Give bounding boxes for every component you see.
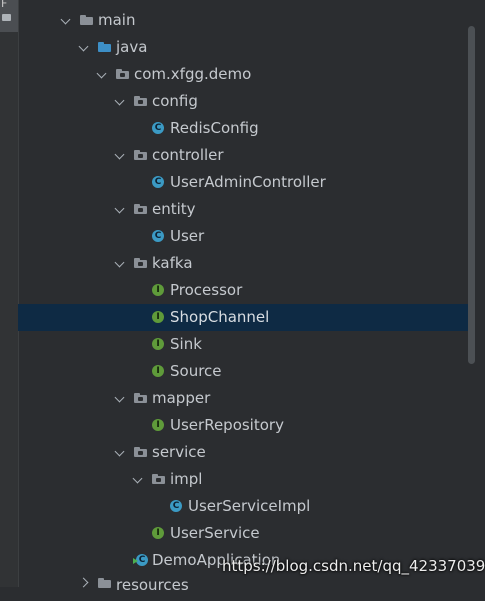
folder-icon <box>2 14 11 21</box>
interface-icon: I <box>152 365 164 377</box>
tree-item-impl[interactable]: impl <box>18 466 468 493</box>
project-tool-tab[interactable]: F <box>0 0 18 32</box>
chevron-down-icon[interactable] <box>114 203 125 214</box>
chevron-down-icon[interactable] <box>114 446 125 457</box>
tree-item-controller[interactable]: controller <box>18 142 468 169</box>
tree-item-processor[interactable]: I Processor <box>18 277 468 304</box>
tree-item-label: impl <box>170 470 203 488</box>
tree-item-main[interactable]: main <box>18 7 468 34</box>
tree-item-java[interactable]: java <box>18 34 468 61</box>
run-icon <box>133 558 138 564</box>
tree-item-user[interactable]: C User <box>18 223 468 250</box>
tree-item-label: main <box>98 11 136 29</box>
tree-item-label: entity <box>152 200 196 218</box>
tree-item-label: RedisConfig <box>170 119 259 137</box>
tree-item-label: User <box>170 227 205 245</box>
tree-item-label: Source <box>170 362 222 380</box>
chevron-down-icon[interactable] <box>78 41 89 52</box>
tree-item-config[interactable]: config <box>18 88 468 115</box>
package-icon <box>116 69 129 79</box>
tree-item-label: UserRepository <box>170 416 284 434</box>
tree-item-label: Sink <box>170 335 202 353</box>
tree-item-label: resources <box>116 576 189 594</box>
interface-icon: I <box>152 311 164 323</box>
project-tab-letter: F <box>1 0 8 10</box>
tree-item-mapper[interactable]: mapper <box>18 385 468 412</box>
interface-icon: I <box>152 338 164 350</box>
watermark: https://blog.csdn.net/qq_42337039 <box>222 557 485 575</box>
tree-item-entity[interactable]: entity <box>18 196 468 223</box>
interface-icon: I <box>152 527 164 539</box>
tree-item-user-repository[interactable]: I UserRepository <box>18 412 468 439</box>
tree-item-label: config <box>152 92 198 110</box>
class-icon: C <box>152 230 164 242</box>
left-tool-strip: F <box>0 0 19 587</box>
package-icon <box>134 204 147 214</box>
interface-icon: I <box>152 419 164 431</box>
tree-item-demo-application[interactable]: C DemoApplication <box>18 547 468 574</box>
class-icon: C <box>152 122 164 134</box>
tree-item-source[interactable]: I Source <box>18 358 468 385</box>
interface-icon: I <box>152 284 164 296</box>
scrollbar-thumb[interactable] <box>468 26 475 364</box>
package-icon <box>134 96 147 106</box>
class-icon: C <box>170 500 182 512</box>
tree-item-label: service <box>152 443 206 461</box>
tree-item-redis-config[interactable]: C RedisConfig <box>18 115 468 142</box>
chevron-down-icon[interactable] <box>114 257 125 268</box>
chevron-down-icon[interactable] <box>114 95 125 106</box>
chevron-down-icon[interactable] <box>96 68 107 79</box>
spring-boot-class-icon: C <box>133 554 148 566</box>
chevron-down-icon[interactable] <box>60 14 71 25</box>
tree-item-label: UserService <box>170 524 260 542</box>
tree-item-label: mapper <box>152 389 211 407</box>
source-folder-icon <box>98 42 111 52</box>
tree-item-user-service-impl[interactable]: C UserServiceImpl <box>18 493 468 520</box>
chevron-right-icon[interactable] <box>78 577 89 588</box>
tree-item-label: com.xfgg.demo <box>134 65 252 83</box>
tree-item-label: controller <box>152 146 224 164</box>
tree-item-user-admin-controller[interactable]: C UserAdminController <box>18 169 468 196</box>
package-icon <box>134 150 147 160</box>
chevron-down-icon[interactable] <box>114 149 125 160</box>
tree-item-label: java <box>116 38 148 56</box>
folder-icon <box>80 15 93 25</box>
tree-item-label: Processor <box>170 281 243 299</box>
tree-item-label: UserServiceImpl <box>188 497 311 515</box>
tree-item-label: UserAdminController <box>170 173 326 191</box>
package-icon <box>134 258 147 268</box>
vertical-scrollbar[interactable] <box>468 0 477 587</box>
tree-item-kafka[interactable]: kafka <box>18 250 468 277</box>
tree-item-sink[interactable]: I Sink <box>18 331 468 358</box>
tree-item-label: ShopChannel <box>170 308 270 326</box>
tree-item-resources[interactable]: resources <box>18 574 468 601</box>
chevron-down-icon[interactable] <box>132 473 143 484</box>
tree-item-user-service[interactable]: I UserService <box>18 520 468 547</box>
package-icon <box>152 474 165 484</box>
project-tree: main java com.xfgg.demo config C RedisCo… <box>18 0 468 594</box>
tree-item-service[interactable]: service <box>18 439 468 466</box>
package-icon <box>134 447 147 457</box>
class-icon: C <box>152 176 164 188</box>
tree-item-com-xfgg-demo[interactable]: com.xfgg.demo <box>18 61 468 88</box>
folder-icon <box>98 578 111 588</box>
package-icon <box>134 393 147 403</box>
tree-item-shop-channel[interactable]: I ShopChannel <box>18 304 468 331</box>
tree-item-label: DemoApplication <box>152 551 281 569</box>
tree-item-label: kafka <box>152 254 193 272</box>
chevron-down-icon[interactable] <box>114 392 125 403</box>
